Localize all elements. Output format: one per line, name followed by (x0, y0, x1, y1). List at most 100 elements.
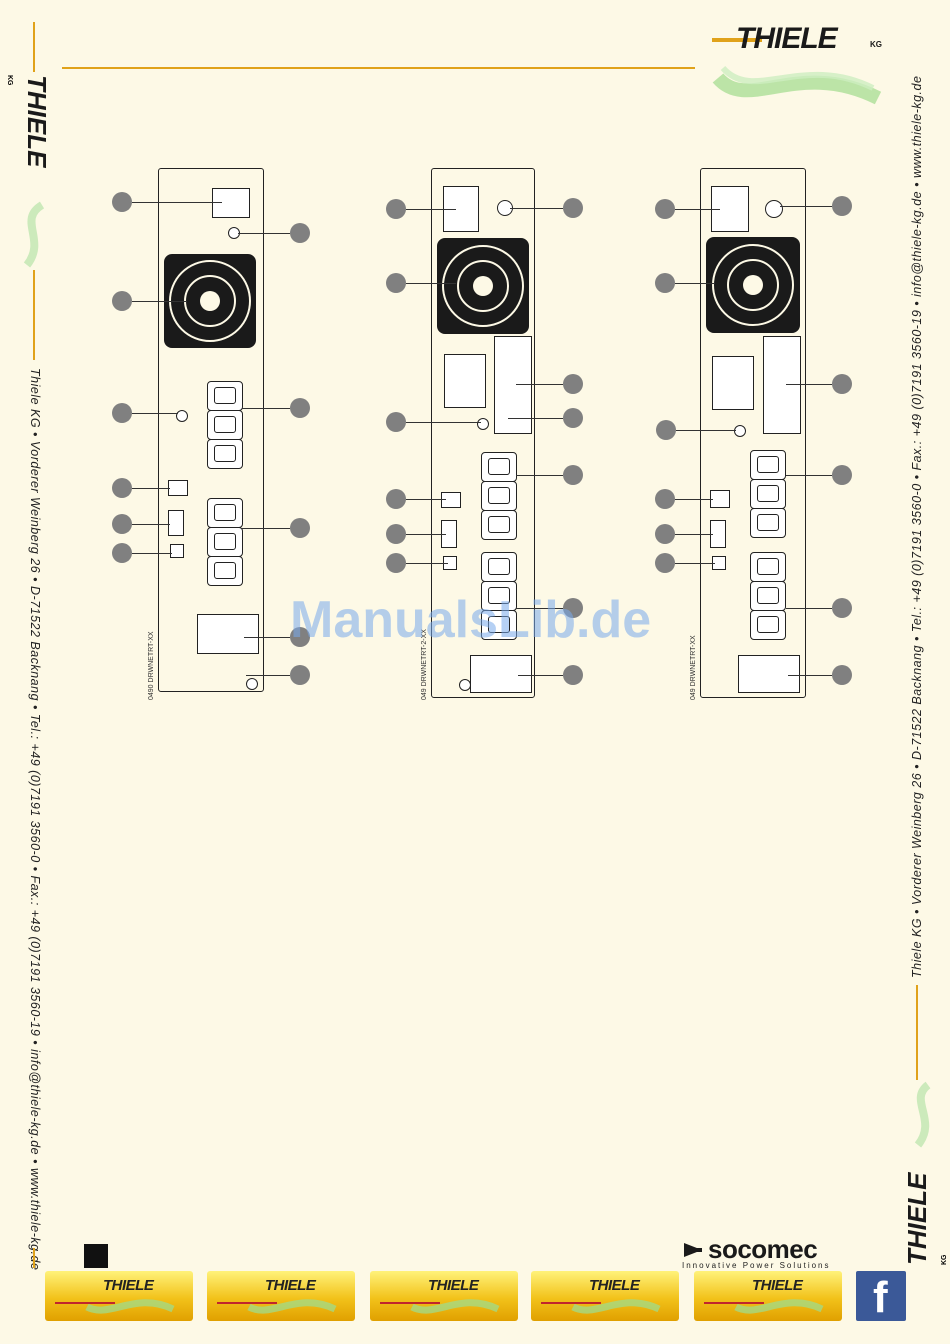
leader-line (516, 384, 563, 385)
brand-logo[interactable]: THIELE KG (708, 18, 888, 113)
swoosh-icon (410, 1299, 500, 1314)
leader-line (786, 475, 832, 476)
left-rule-bottom (33, 1248, 35, 1268)
slot-cover (470, 655, 532, 693)
callout (832, 196, 852, 216)
swoosh-icon (85, 1299, 175, 1314)
nav-brand: THIELE (265, 1277, 316, 1294)
facebook-button[interactable]: f (856, 1271, 906, 1322)
callout (656, 420, 676, 440)
nav-button-3[interactable]: THIELE (370, 1271, 518, 1321)
callout (655, 524, 675, 544)
network-port (168, 480, 188, 496)
nav-button-2[interactable]: THIELE (207, 1271, 355, 1321)
outlet (750, 581, 786, 611)
left-brand-name: THIELE (22, 75, 52, 168)
swoosh-icon (23, 201, 45, 268)
left-brand-suffix: KG (6, 75, 13, 86)
leader-line (675, 499, 713, 500)
nav-button-5[interactable]: THIELE (694, 1271, 842, 1321)
callout (563, 465, 583, 485)
callout (112, 192, 132, 212)
right-brand-name: THIELE (902, 1172, 932, 1265)
socomec-brand: socomec (708, 1234, 818, 1264)
outlet (207, 381, 243, 411)
callout (563, 598, 583, 618)
leader-line (244, 637, 290, 638)
swoosh-icon (247, 1299, 337, 1314)
leader-line (406, 563, 448, 564)
callout (386, 273, 406, 293)
ground-screw (734, 425, 746, 437)
ground-screw (176, 410, 188, 422)
leader-line (406, 534, 446, 535)
outlet (750, 450, 786, 480)
callout (290, 665, 310, 685)
nav-button-1[interactable]: THIELE (45, 1271, 193, 1321)
nav-brand: THIELE (589, 1277, 640, 1294)
callout (832, 374, 852, 394)
outlet (207, 527, 243, 557)
callout (290, 518, 310, 538)
leader-line (788, 675, 832, 676)
fan-grille-2 (437, 238, 529, 334)
leader-line (510, 208, 563, 209)
leader-line (516, 608, 563, 609)
outlet (207, 556, 243, 586)
callout (563, 408, 583, 428)
leader-line (132, 301, 187, 302)
left-rule-top (33, 22, 35, 72)
outlet (481, 552, 517, 582)
swoosh-icon (734, 1299, 824, 1314)
usb-port (170, 544, 184, 558)
callout (563, 665, 583, 685)
outlet (750, 479, 786, 509)
outlet (750, 552, 786, 582)
leader-line (246, 675, 290, 676)
callout (386, 489, 406, 509)
outlet (207, 410, 243, 440)
ground-screw (477, 418, 489, 430)
brand-suffix: KG (870, 40, 882, 49)
right-brand-logo: THIELE KG (898, 1080, 948, 1270)
leader-line (676, 430, 736, 431)
leader-line (132, 524, 170, 525)
fan-grille-3 (706, 237, 800, 333)
leader-line (132, 553, 172, 554)
watermark: ManualsLib.de (290, 591, 652, 649)
leader-line (675, 534, 713, 535)
leader-line (675, 209, 720, 210)
left-brand-logo: THIELE KG (6, 75, 52, 268)
network-port (710, 490, 730, 508)
leader-line (242, 408, 290, 409)
callout (832, 598, 852, 618)
right-address: Thiele KG • Vorderer Weinberg 26 • D-715… (910, 75, 924, 978)
leader-line (786, 608, 832, 609)
outlet (207, 498, 243, 528)
network-port (441, 492, 461, 508)
socomec-logo[interactable]: socomec Innovative Power Solutions (682, 1234, 860, 1272)
callout (655, 553, 675, 573)
outlet (207, 439, 243, 469)
callout (386, 199, 406, 219)
unit-code-1: 0490 DRWNETRT-XX (148, 631, 155, 700)
serial-port (168, 510, 184, 536)
callout (112, 514, 132, 534)
leader-line (406, 499, 446, 500)
leader-line (508, 418, 563, 419)
output-outlet-c19 (712, 356, 754, 410)
callout (290, 627, 310, 647)
breaker-button (765, 200, 783, 218)
leader-line (132, 488, 170, 489)
outlet (481, 510, 517, 540)
leader-line (780, 206, 832, 207)
callout (290, 223, 310, 243)
leader-line (516, 475, 563, 476)
callout (112, 478, 132, 498)
callout (563, 374, 583, 394)
nav-button-4[interactable]: THIELE (531, 1271, 679, 1321)
slot-cover (494, 336, 532, 434)
leader-line (675, 563, 715, 564)
iec-inlet (212, 188, 250, 218)
callout (655, 199, 675, 219)
